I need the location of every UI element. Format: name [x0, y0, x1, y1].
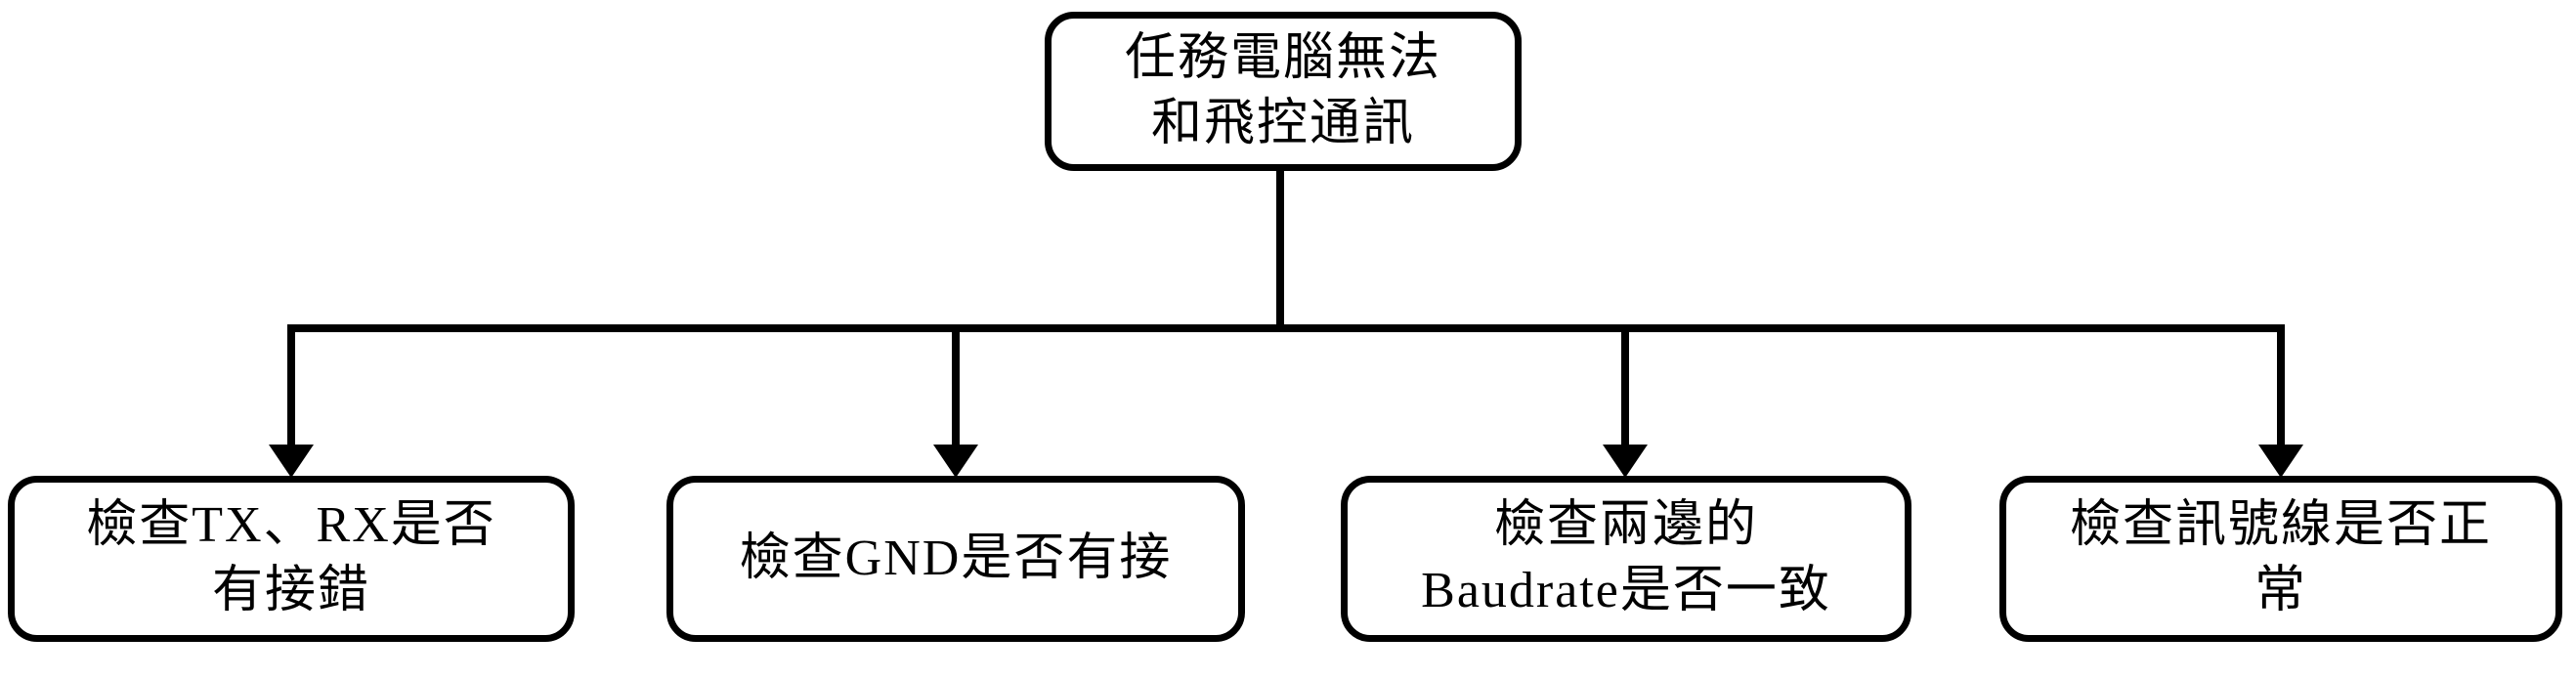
- connector-arrow-stem-1: [287, 324, 295, 449]
- node-label-line2: 常: [2254, 563, 2307, 618]
- node-label-line1: 檢查兩邊的: [1493, 497, 1758, 554]
- node-label-line2: 有接錯: [211, 563, 370, 618]
- flowchart-node-root: 任務電腦無法 和飛控通訊: [1045, 12, 1522, 171]
- flowchart-node-check-signal-wire: 檢查訊號線是否正 常: [1999, 476, 2562, 642]
- connector-horizontal-bar: [287, 324, 2285, 332]
- node-root-label-line1: 任務電腦無法: [1124, 29, 1441, 86]
- node-label-line1: 檢查訊號線是否正: [2069, 497, 2492, 554]
- flowchart-node-check-gnd: 檢查GND是否有接: [666, 476, 1245, 642]
- node-label-line1: 檢查TX、RX是否: [86, 497, 496, 554]
- arrowhead-down-icon: [269, 445, 314, 478]
- arrowhead-down-icon: [2258, 445, 2303, 478]
- connector-root-stem: [1276, 166, 1284, 328]
- flowchart-node-check-tx-rx: 檢查TX、RX是否 有接錯: [8, 476, 575, 642]
- connector-arrow-stem-4: [2277, 324, 2285, 449]
- arrowhead-down-icon: [933, 445, 978, 478]
- connector-arrow-stem-2: [952, 324, 960, 449]
- node-label-line1: 檢查GND是否有接: [739, 530, 1173, 586]
- node-root-label-line2: 和飛控通訊: [1150, 95, 1415, 151]
- node-label-line2: Baudrate是否一致: [1421, 563, 1831, 618]
- connector-arrow-stem-3: [1621, 324, 1629, 449]
- arrowhead-down-icon: [1603, 445, 1648, 478]
- flowchart-node-check-baudrate: 檢查兩邊的 Baudrate是否一致: [1341, 476, 1911, 642]
